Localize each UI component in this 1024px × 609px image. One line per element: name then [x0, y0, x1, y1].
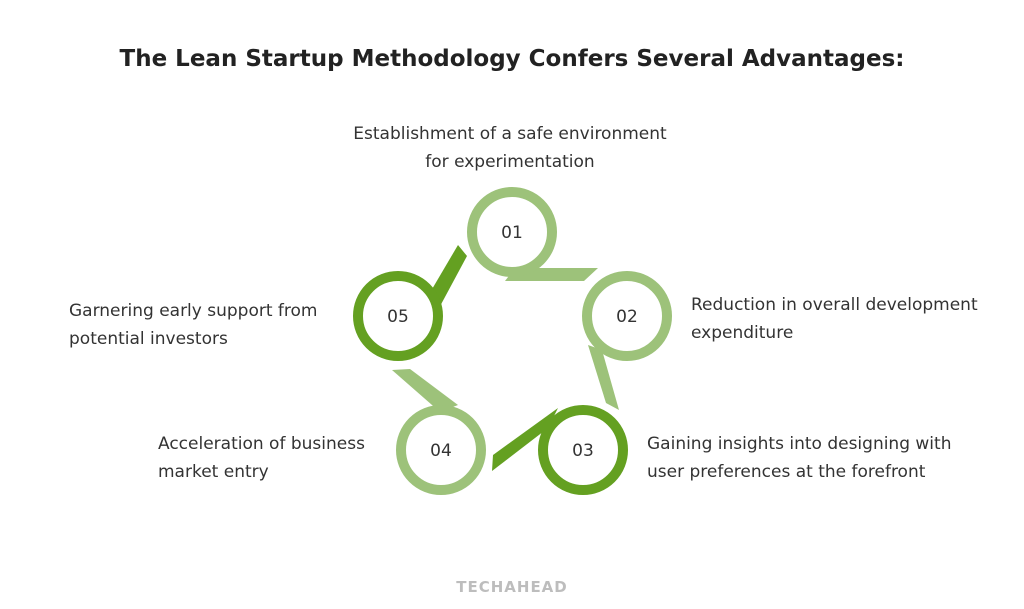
- step-03-line2: user preferences at the forefront: [647, 462, 926, 482]
- step-01-circle: 01: [467, 187, 557, 277]
- step-02-line2: expenditure: [691, 323, 794, 343]
- step-04-number: 04: [430, 441, 452, 461]
- step-05-label: Garnering early support from potential i…: [69, 297, 317, 353]
- step-02-number: 02: [616, 307, 638, 327]
- step-03-label: Gaining insights into designing with use…: [647, 430, 951, 486]
- step-02-label: Reduction in overall development expendi…: [691, 291, 978, 347]
- step-04-label: Acceleration of business market entry: [158, 430, 365, 486]
- step-02-line1: Reduction in overall development: [691, 295, 978, 315]
- step-04-tail: [392, 369, 458, 412]
- step-02-circle: 02: [582, 271, 672, 361]
- step-01-line2: for experimentation: [425, 152, 595, 172]
- step-05-line2: potential investors: [69, 329, 228, 349]
- techahead-logo: TECHAHEAD: [456, 578, 568, 596]
- step-03-tail: [492, 408, 558, 471]
- step-04-line2: market entry: [158, 462, 269, 482]
- step-02-tail: [588, 345, 619, 410]
- step-03-circle: 03: [538, 405, 628, 495]
- step-05-tail: [428, 245, 467, 310]
- step-01-label: Establishment of a safe environment for …: [300, 120, 720, 176]
- step-04-line1: Acceleration of business: [158, 434, 365, 454]
- step-05-number: 05: [387, 307, 409, 327]
- step-03-line1: Gaining insights into designing with: [647, 434, 952, 454]
- step-05-circle: 05: [353, 271, 443, 361]
- page-title: The Lean Startup Methodology Confers Sev…: [119, 46, 905, 72]
- step-05-line1: Garnering early support from: [69, 301, 318, 321]
- step-01-line1: Establishment of a safe environment: [353, 124, 667, 144]
- step-03-number: 03: [572, 441, 594, 461]
- step-01-number: 01: [501, 223, 523, 243]
- step-04-circle: 04: [396, 405, 486, 495]
